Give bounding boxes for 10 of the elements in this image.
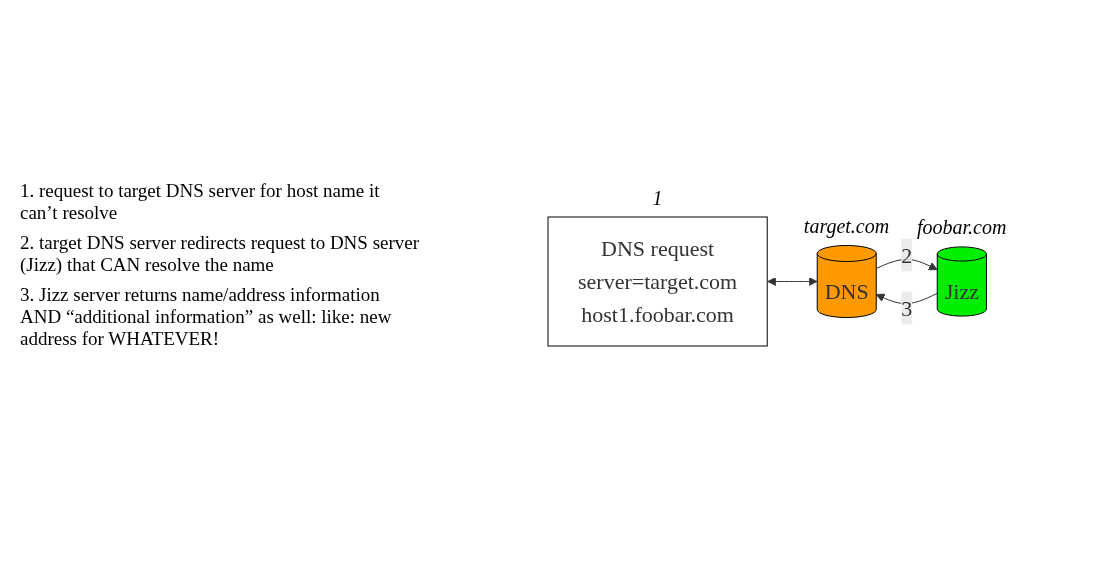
edge-label: 2 (901, 242, 913, 267)
note-text: 1. request to target DNS server for host name it can’t resolve (20, 180, 381, 224)
edge-label: 3 (901, 295, 913, 320)
arrow (767, 276, 818, 286)
note-text: 3. Jizz server returns name/address information AND “additional information” as well: like: new address for WHATEVER! (20, 284, 393, 350)
node-caption: target.com (803, 214, 890, 238)
note-text: 2. target DNS server redirects request to DNS server (Jizz) that CAN resolve the name (20, 232, 420, 276)
node-caption: 1 (652, 186, 663, 210)
node-box: DNS request server=target.com host1.foobar.com (547, 216, 768, 346)
node-caption: foobar.com (916, 216, 1007, 240)
